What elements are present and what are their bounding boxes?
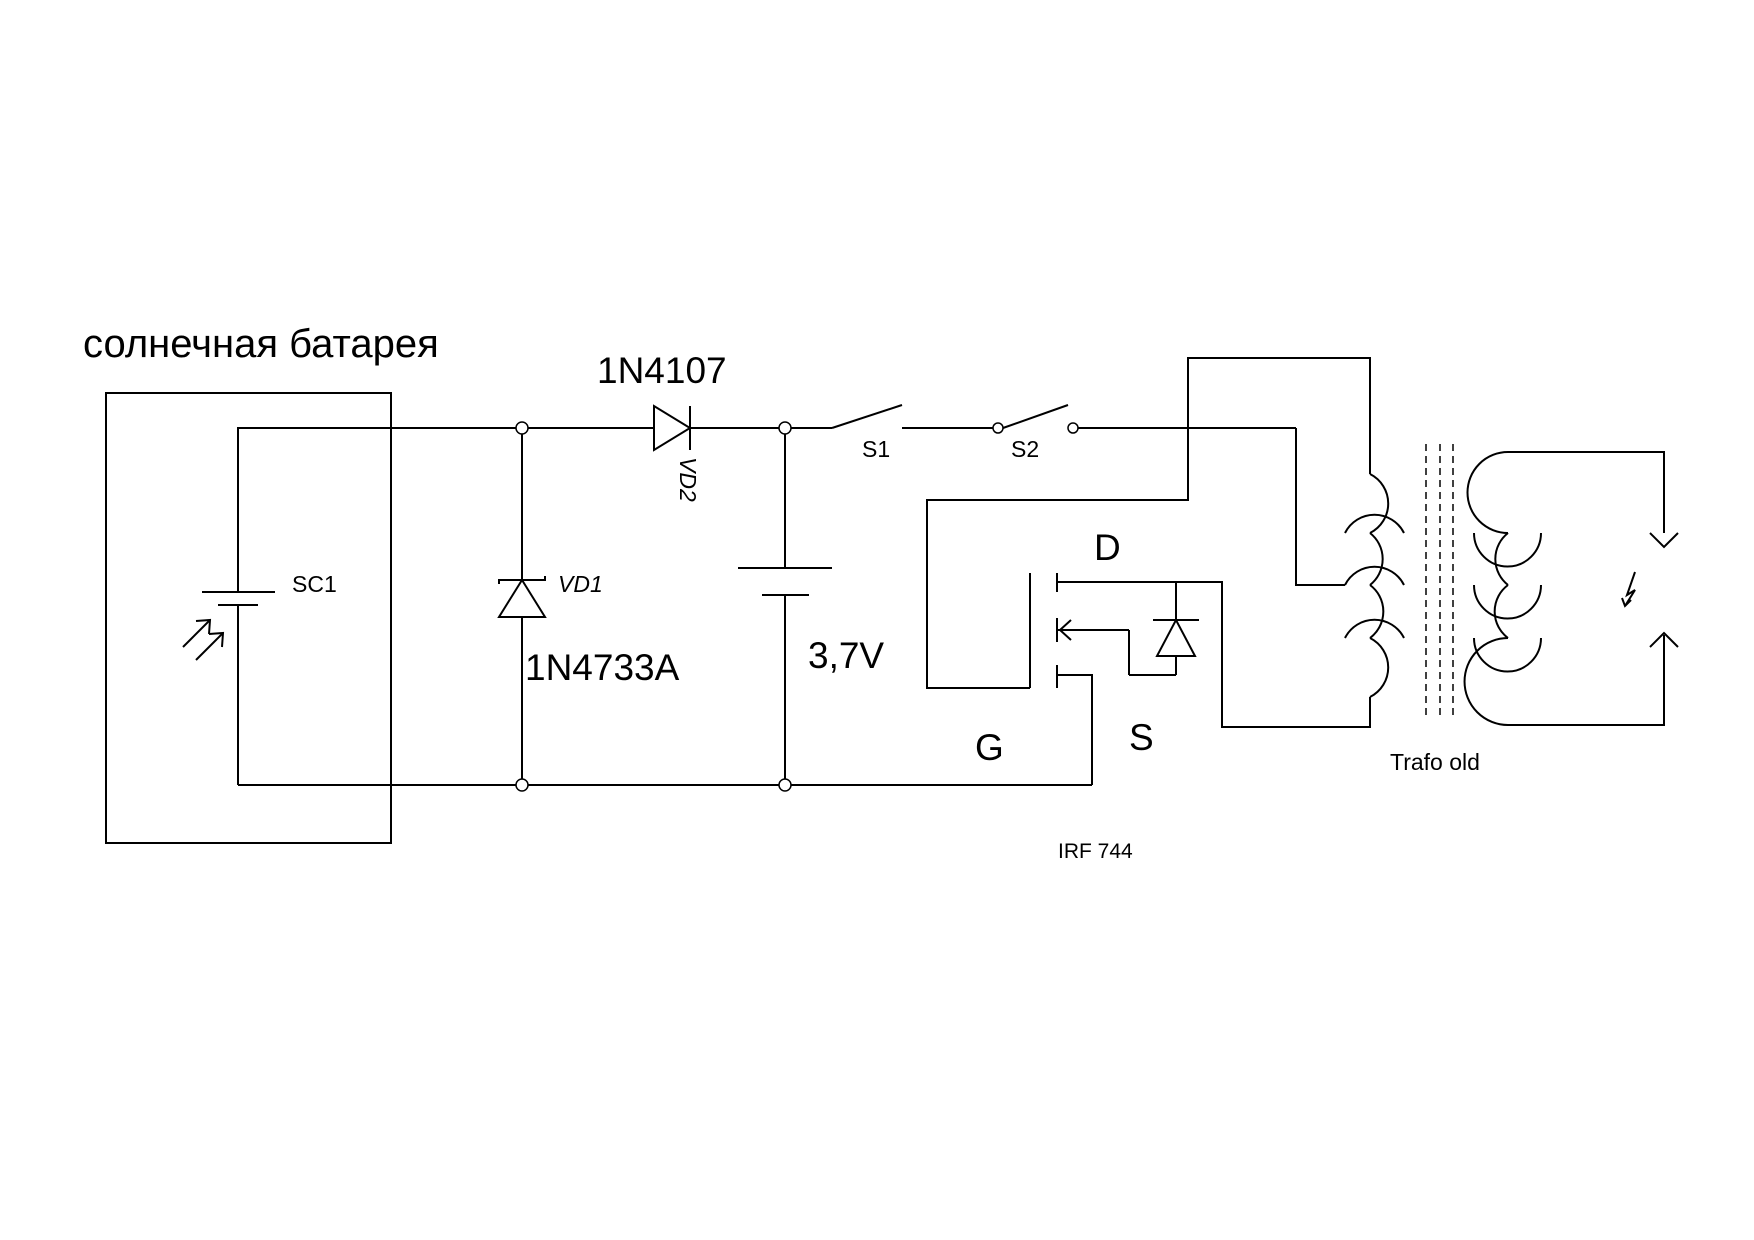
spark-gap-icon	[1621, 532, 1679, 648]
vd1-label: VD1	[558, 571, 603, 597]
mosfet-part-label: IRF 744	[1058, 840, 1133, 863]
switch-icon	[902, 404, 1092, 434]
transformer-label: Trafo old	[1390, 749, 1480, 775]
transformer-icon	[1344, 444, 1542, 726]
s2-label: S2	[1011, 436, 1039, 462]
zener-diode-icon	[497, 576, 547, 618]
battery-voltage-label: 3,7V	[808, 635, 884, 676]
mosfet-icon	[1029, 573, 1199, 688]
vd2-label: VD2	[675, 457, 701, 502]
drain-label: D	[1094, 527, 1121, 568]
solar-cell-icon	[182, 591, 275, 661]
sc1-label: SC1	[292, 571, 337, 597]
source-label: S	[1129, 717, 1154, 758]
gate-label: G	[975, 727, 1004, 768]
solar-panel-box	[105, 392, 392, 844]
wires	[237, 357, 1665, 786]
junction-nodes	[515, 421, 792, 792]
solar-panel-title: солнечная батарея	[83, 322, 439, 366]
battery-icon	[738, 567, 832, 596]
switch-icon	[831, 404, 903, 429]
vd2-part-label: 1N4107	[597, 350, 727, 391]
s1-label: S1	[862, 436, 890, 462]
diode-icon	[650, 404, 728, 452]
vd1-part-label: 1N4733A	[525, 647, 680, 688]
